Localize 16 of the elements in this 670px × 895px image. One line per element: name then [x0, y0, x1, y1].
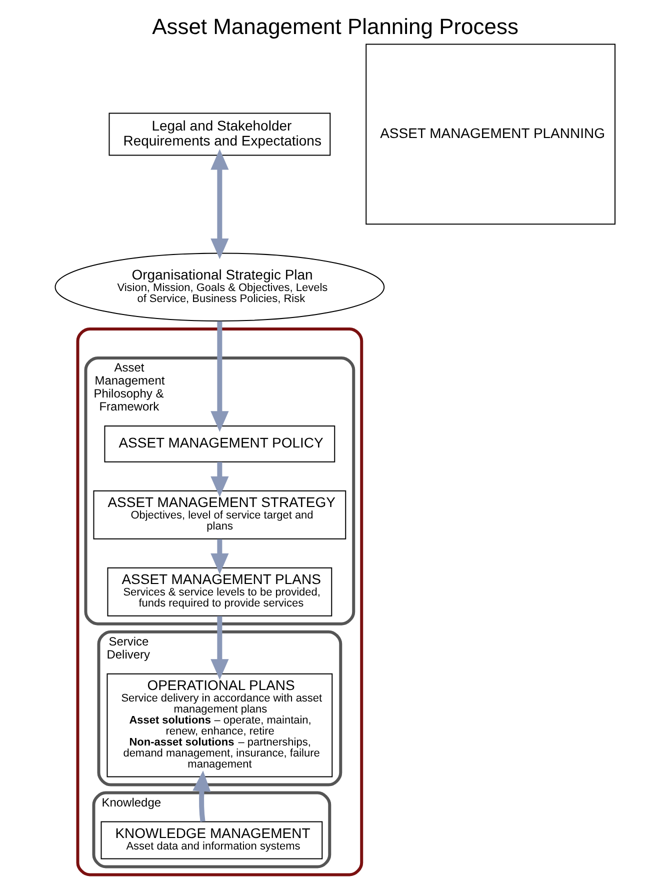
node-box: KNOWLEDGE MANAGEMENT Asset data and information systems: [100, 821, 323, 860]
node-box: ASSET MANAGEMENT PLANNING: [366, 44, 616, 225]
arrow: [192, 770, 211, 822]
arrow: [210, 149, 229, 260]
arrow: [210, 539, 229, 574]
cluster: [76, 328, 364, 876]
node-box: OPERATIONAL PLANS Service delivery in accordance with asset management plans Asset solutions – operate, maintain, renew, enhance, retire Non-asset solutions – partnerships, demand management, insurance, failure management: [106, 673, 333, 778]
node-box: ASSET MANAGEMENT PLANS Services & service levels to be provided, funds required to provide services: [107, 567, 332, 616]
diagram-title: Asset Management Planning Process: [152, 14, 518, 39]
node-box: Legal and Stakeholder Requirements and Expectations: [108, 112, 331, 156]
node-box: ASSET MANAGEMENT STRATEGY Objectives, level of service target and plans: [93, 490, 346, 540]
node-ellipse: Organisational Strategic Plan Vision, Mission, Goals & Objectives, Levels of Service, Business Policies, Risk: [54, 252, 385, 322]
arrow: [210, 616, 229, 680]
arrow: [210, 321, 229, 432]
node-box: ASSET MANAGEMENT POLICY: [104, 425, 336, 462]
arrow: [210, 462, 229, 498]
